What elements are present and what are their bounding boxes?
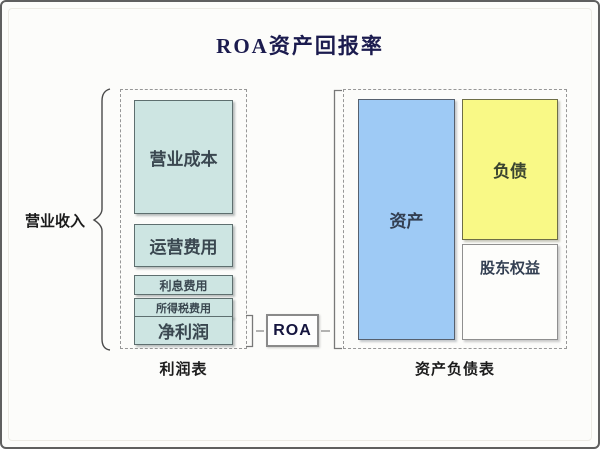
- income-statement-panel: 营业成本 运营费用 利息费用 所得税费用 净利润: [120, 89, 247, 349]
- operating-revenue-label: 营业收入: [24, 214, 85, 230]
- operating-expense-box: 运营费用: [134, 224, 233, 267]
- operating-cost-box: 营业成本: [134, 100, 233, 214]
- revenue-brace-icon: [92, 88, 111, 351]
- interest-expense-box: 利息费用: [134, 275, 233, 295]
- balance-sheet-panel: 资产 负债 股东权益: [343, 89, 567, 349]
- liabilities-box: 负债: [462, 99, 558, 240]
- roa-box: ROA: [266, 314, 319, 347]
- balance-sheet-caption: 资产负债表: [414, 362, 495, 378]
- net-profit-box: 净利润: [134, 316, 233, 345]
- income-statement-caption: 利润表: [159, 362, 208, 378]
- income-tax-expense-box: 所得税费用: [134, 298, 233, 318]
- diagram-title: ROA资产回报率: [216, 34, 384, 58]
- assets-box: 资产: [358, 99, 455, 340]
- balance-sheet-bracket-icon: [333, 89, 342, 350]
- equity-box: 股东权益: [462, 244, 558, 340]
